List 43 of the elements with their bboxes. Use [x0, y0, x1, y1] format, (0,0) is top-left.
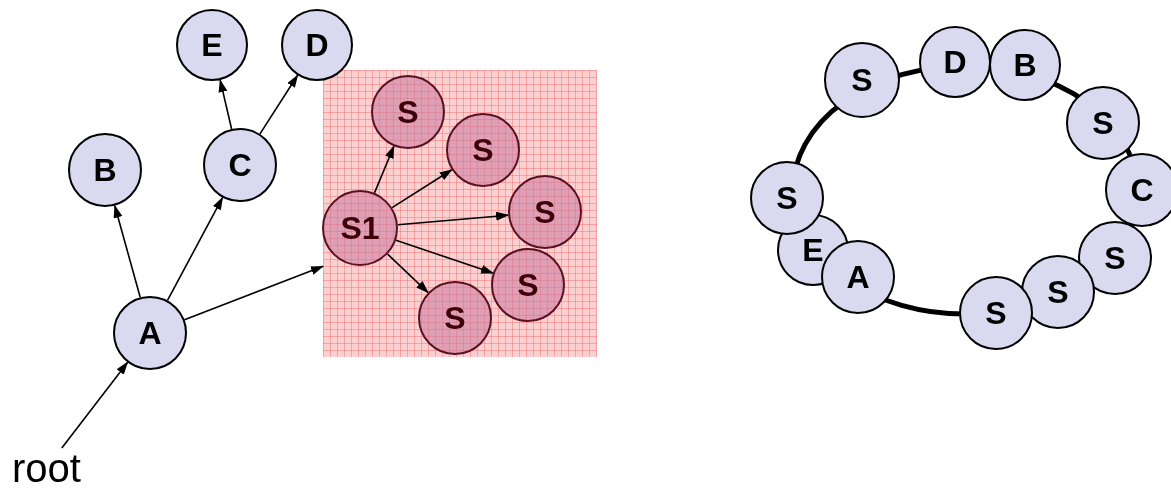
node-label: S — [985, 297, 1007, 329]
node-label: S — [1047, 276, 1069, 308]
node-label: C — [228, 149, 252, 181]
arrow — [166, 196, 224, 302]
node-circle — [1105, 153, 1171, 227]
node-label: A — [846, 261, 870, 293]
node-label: S — [534, 196, 556, 228]
node-label: S — [444, 302, 466, 334]
node-label: B — [1013, 49, 1037, 81]
arrow — [183, 265, 324, 321]
node-label: A — [138, 317, 162, 349]
node-label: S — [851, 64, 873, 96]
arrow — [259, 74, 299, 135]
node-label: C — [1130, 174, 1154, 206]
arrow — [373, 145, 395, 194]
node-circle — [446, 113, 520, 187]
node-circle — [418, 281, 492, 355]
node-label: S — [776, 182, 798, 214]
node-circle — [491, 248, 565, 322]
node-label: S — [517, 269, 539, 301]
grid-square — [323, 70, 597, 357]
node-circle — [371, 75, 445, 149]
root-label: root — [12, 448, 81, 488]
arrow — [397, 211, 510, 226]
arrow — [113, 204, 141, 299]
arrow — [386, 253, 429, 294]
node-label: S1 — [340, 212, 380, 244]
node-label: E — [802, 234, 824, 266]
node-label: S — [1092, 107, 1114, 139]
arrow — [391, 169, 453, 209]
node-circle — [508, 175, 582, 249]
node-label: B — [93, 154, 117, 186]
arrow — [61, 361, 129, 449]
node-circle — [1066, 86, 1140, 160]
node-label: D — [943, 46, 967, 78]
node-circle — [322, 190, 398, 266]
node-label: D — [305, 29, 329, 61]
node-label: S — [1104, 242, 1126, 274]
arrow — [218, 79, 233, 130]
arrow — [395, 239, 494, 274]
node-label: S — [472, 134, 494, 166]
node-label: E — [201, 29, 223, 61]
node-label: S — [397, 96, 419, 128]
